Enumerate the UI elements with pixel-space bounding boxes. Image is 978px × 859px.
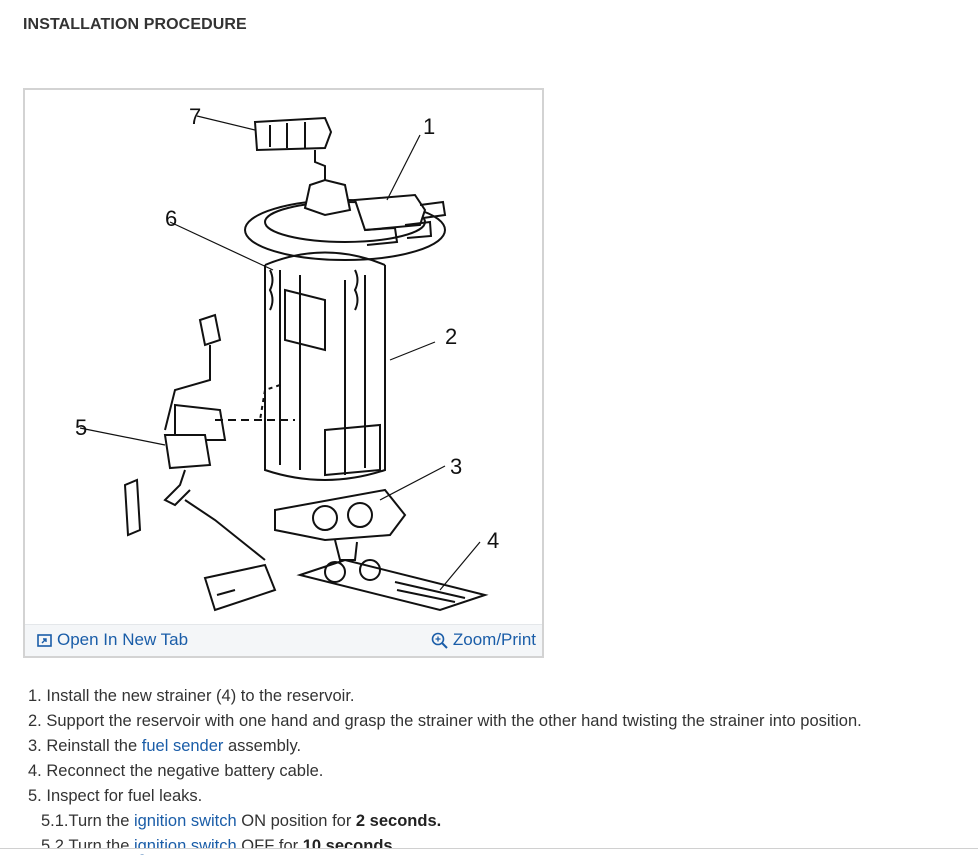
step-text: assembly. bbox=[228, 737, 302, 755]
step-text: Support the reservoir with one hand and … bbox=[46, 712, 862, 730]
step-text: Install the new strainer (4) to the rese… bbox=[46, 687, 355, 705]
step-number: 5. bbox=[28, 787, 42, 805]
callout-4: 4 bbox=[487, 528, 499, 553]
open-new-tab-label: Open In New Tab bbox=[57, 630, 189, 649]
page-title: INSTALLATION PROCEDURE bbox=[23, 16, 247, 33]
step-text: Reconnect the negative battery cable. bbox=[46, 762, 324, 780]
step-item: 5. Inspect for fuel leaks. bbox=[28, 784, 968, 809]
procedure-steps: 1. Install the new strainer (4) to the r… bbox=[28, 684, 968, 859]
fuel-pump-diagram[interactable]: 1 2 3 4 5 6 7 bbox=[25, 90, 542, 627]
open-new-tab-link[interactable]: Open In New Tab bbox=[37, 630, 188, 650]
zoom-print-link[interactable]: Zoom/Print bbox=[431, 630, 536, 650]
step-number: 3. bbox=[28, 737, 42, 755]
figure-container: 1 2 3 4 5 6 7 Open In New Tab Zoom/Print bbox=[23, 88, 544, 658]
ignition-switch-link[interactable]: ignition switch bbox=[133, 812, 237, 830]
step-item: 3. Reinstall the fuel sender assembly. bbox=[28, 734, 968, 759]
page-bottom-edge bbox=[0, 848, 978, 854]
callout-6: 6 bbox=[165, 206, 177, 231]
step-item: 1. Install the new strainer (4) to the r… bbox=[28, 684, 968, 709]
callout-2: 2 bbox=[445, 324, 457, 349]
zoom-print-label: Zoom/Print bbox=[452, 630, 536, 649]
substep-item: 5.1.Turn the ignition switch ON position… bbox=[28, 809, 968, 834]
step-number: 2. bbox=[28, 712, 42, 730]
zoom-icon bbox=[431, 632, 448, 649]
step-number: 4. bbox=[28, 762, 42, 780]
step-text: Reinstall the bbox=[46, 737, 138, 755]
substep-number: 5.1. bbox=[41, 812, 69, 830]
step-item: 2. Support the reservoir with one hand a… bbox=[28, 709, 968, 734]
figure-toolbar: Open In New Tab Zoom/Print bbox=[25, 624, 542, 656]
callout-7: 7 bbox=[189, 104, 201, 129]
callout-1: 1 bbox=[423, 114, 435, 139]
substep-text: ON position for bbox=[241, 812, 352, 830]
callout-5: 5 bbox=[75, 415, 87, 440]
substep-text: Turn the bbox=[68, 812, 130, 830]
substep-duration: 2 seconds. bbox=[355, 812, 442, 830]
step-number: 1. bbox=[28, 687, 42, 705]
fuel-sender-link[interactable]: fuel sender bbox=[141, 737, 224, 755]
open-new-tab-icon bbox=[37, 633, 52, 647]
step-text: Inspect for fuel leaks. bbox=[46, 787, 203, 805]
callout-3: 3 bbox=[450, 454, 462, 479]
substep-item: 5.2.Turn the ignition switch OFF for 10 … bbox=[28, 834, 968, 859]
step-item: 4. Reconnect the negative battery cable. bbox=[28, 759, 968, 784]
